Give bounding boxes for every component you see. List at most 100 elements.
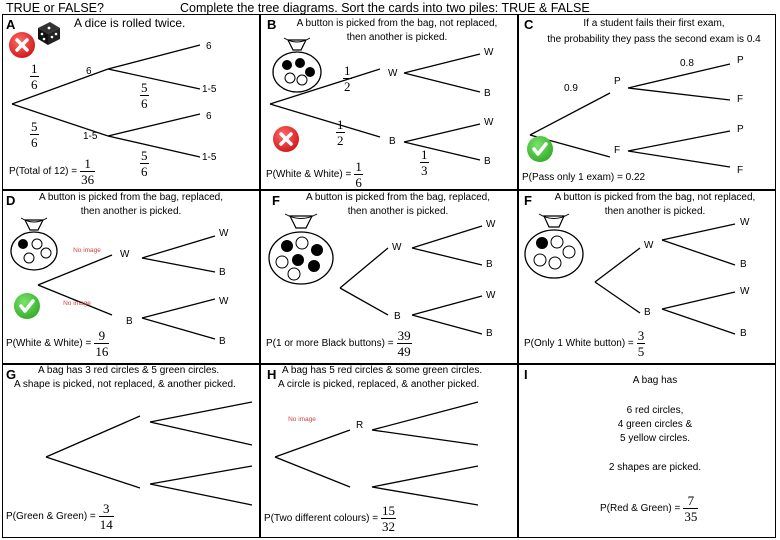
card-c-leaf-1: P	[737, 55, 744, 66]
card-d-leaf-4: B	[219, 336, 226, 347]
card-h[interactable]	[260, 364, 518, 538]
card-f-leaf-1: W	[740, 217, 750, 228]
card-f-letter: F	[524, 193, 532, 208]
card-f-title-line-1: A button is picked from the bag, not rep…	[554, 192, 756, 203]
card-i-line-2: 6 red circles,	[626, 405, 684, 416]
card-h-node-top: R	[356, 420, 364, 431]
card-a-leaf-1: 6	[206, 41, 212, 52]
header-left: TRUE or FALSE?	[6, 1, 104, 15]
card-h-title-line-1: A bag has 5 red circles & some green cir…	[282, 365, 483, 376]
cross-icon	[9, 32, 35, 58]
card-b-leaf-4: B	[484, 156, 491, 167]
card-i-line-3: 4 green circles &	[617, 419, 693, 430]
card-b-node-top: W	[388, 68, 398, 79]
card-g-letter: G	[6, 367, 17, 382]
card-d[interactable]	[2, 190, 260, 364]
bag-icon	[272, 37, 322, 93]
card-f-leaf-2: B	[740, 259, 747, 270]
card-d-node-bottom: B	[126, 316, 133, 327]
card-b-node-bottom: B	[389, 136, 396, 147]
dice-icon	[38, 22, 60, 45]
card-b-letter: B	[267, 17, 277, 32]
card-c-node-top: P	[614, 76, 621, 87]
card-b-leaf-1: W	[484, 47, 494, 58]
card-c-leaf-4: F	[737, 165, 744, 176]
card-d-node-top: W	[120, 249, 130, 260]
card-f-node-top: W	[644, 240, 654, 251]
card-c-node-bottom: F	[614, 145, 621, 156]
card-e-title-line-1: A button is picked from the bag, replace…	[306, 192, 490, 203]
card-h-title-line-2: A circle is picked, replaced, & another …	[278, 379, 480, 390]
card-c-branch-second-value: 0.8	[680, 58, 694, 69]
card-e-node-bottom: B	[394, 311, 401, 322]
card-b-leaf-3: W	[484, 117, 494, 128]
card-b-title-line-2: then another is picked.	[346, 32, 448, 43]
card-d-title-line-2: then another is picked.	[80, 206, 182, 217]
card-b[interactable]	[260, 14, 518, 190]
card-c-leaf-2: F	[737, 94, 744, 105]
card-b-leaf-2: B	[484, 88, 491, 99]
card-c-leaf-3: P	[737, 124, 744, 135]
header-instructions: Complete the tree diagrams. Sort the car…	[180, 1, 590, 15]
card-a-title: A dice is rolled twice.	[74, 16, 186, 30]
card-d-leaf-1: W	[219, 228, 229, 239]
card-i-line-1: A bag has	[632, 375, 678, 386]
card-i-line-4: 5 yellow circles.	[619, 433, 691, 444]
card-b-title-line-1: A button is picked from the bag, not rep…	[296, 18, 498, 29]
card-f-leaf-3: W	[740, 286, 750, 297]
card-a-node-bottom: 1-5	[83, 131, 98, 142]
card-c-title-line-1: If a student fails their first exam,	[583, 18, 725, 29]
card-e-letter: F	[272, 193, 280, 208]
card-e[interactable]	[260, 190, 518, 364]
card-d-leaf-3: W	[219, 296, 229, 307]
card-e-title-line-2: then another is picked.	[347, 206, 449, 217]
cross-icon	[273, 126, 299, 152]
card-a-letter: A	[6, 17, 16, 32]
bag-icon	[524, 213, 584, 279]
card-c-title-line-2: the probability they pass the second exa…	[547, 34, 761, 45]
card-e-leaf-3: W	[486, 290, 496, 301]
card-d-leaf-2: B	[219, 267, 226, 278]
card-f[interactable]	[518, 190, 776, 364]
card-c-letter: C	[524, 17, 534, 32]
check-icon	[14, 293, 40, 319]
card-a-node-top: 6	[86, 66, 92, 77]
card-f-leaf-4: B	[740, 328, 747, 339]
card-d-title-line-1: A button is picked from the bag, replace…	[39, 192, 223, 203]
card-e-leaf-1: W	[486, 219, 496, 230]
card-c-answer: P(Pass only 1 exam) = 0.22	[522, 172, 646, 183]
card-e-leaf-2: B	[486, 259, 493, 270]
card-g-title-line-2: A shape is picked, not replaced, & anoth…	[14, 379, 236, 390]
image-placeholder: No image	[288, 416, 316, 423]
card-h-letter: H	[267, 367, 277, 382]
card-i-line-5: 2 shapes are picked.	[608, 462, 702, 473]
check-icon	[527, 136, 553, 162]
card-g[interactable]	[2, 364, 260, 538]
card-e-node-top: W	[392, 242, 402, 253]
card-g-title-line-1: A bag has 3 red circles & 5 green circle…	[38, 365, 220, 376]
card-a-leaf-4: 1-5	[202, 152, 217, 163]
image-placeholder: No image	[63, 300, 91, 307]
card-i[interactable]	[518, 364, 776, 538]
card-a[interactable]	[2, 14, 260, 190]
card-c[interactable]	[518, 14, 776, 190]
card-c-branch-top-value: 0.9	[564, 83, 578, 94]
card-i-letter: I	[524, 367, 528, 382]
card-f-title-line-2: then another is picked.	[604, 206, 706, 217]
bag-icon	[268, 213, 334, 285]
card-f-node-bottom: B	[644, 307, 651, 318]
card-d-letter: D	[6, 193, 16, 208]
